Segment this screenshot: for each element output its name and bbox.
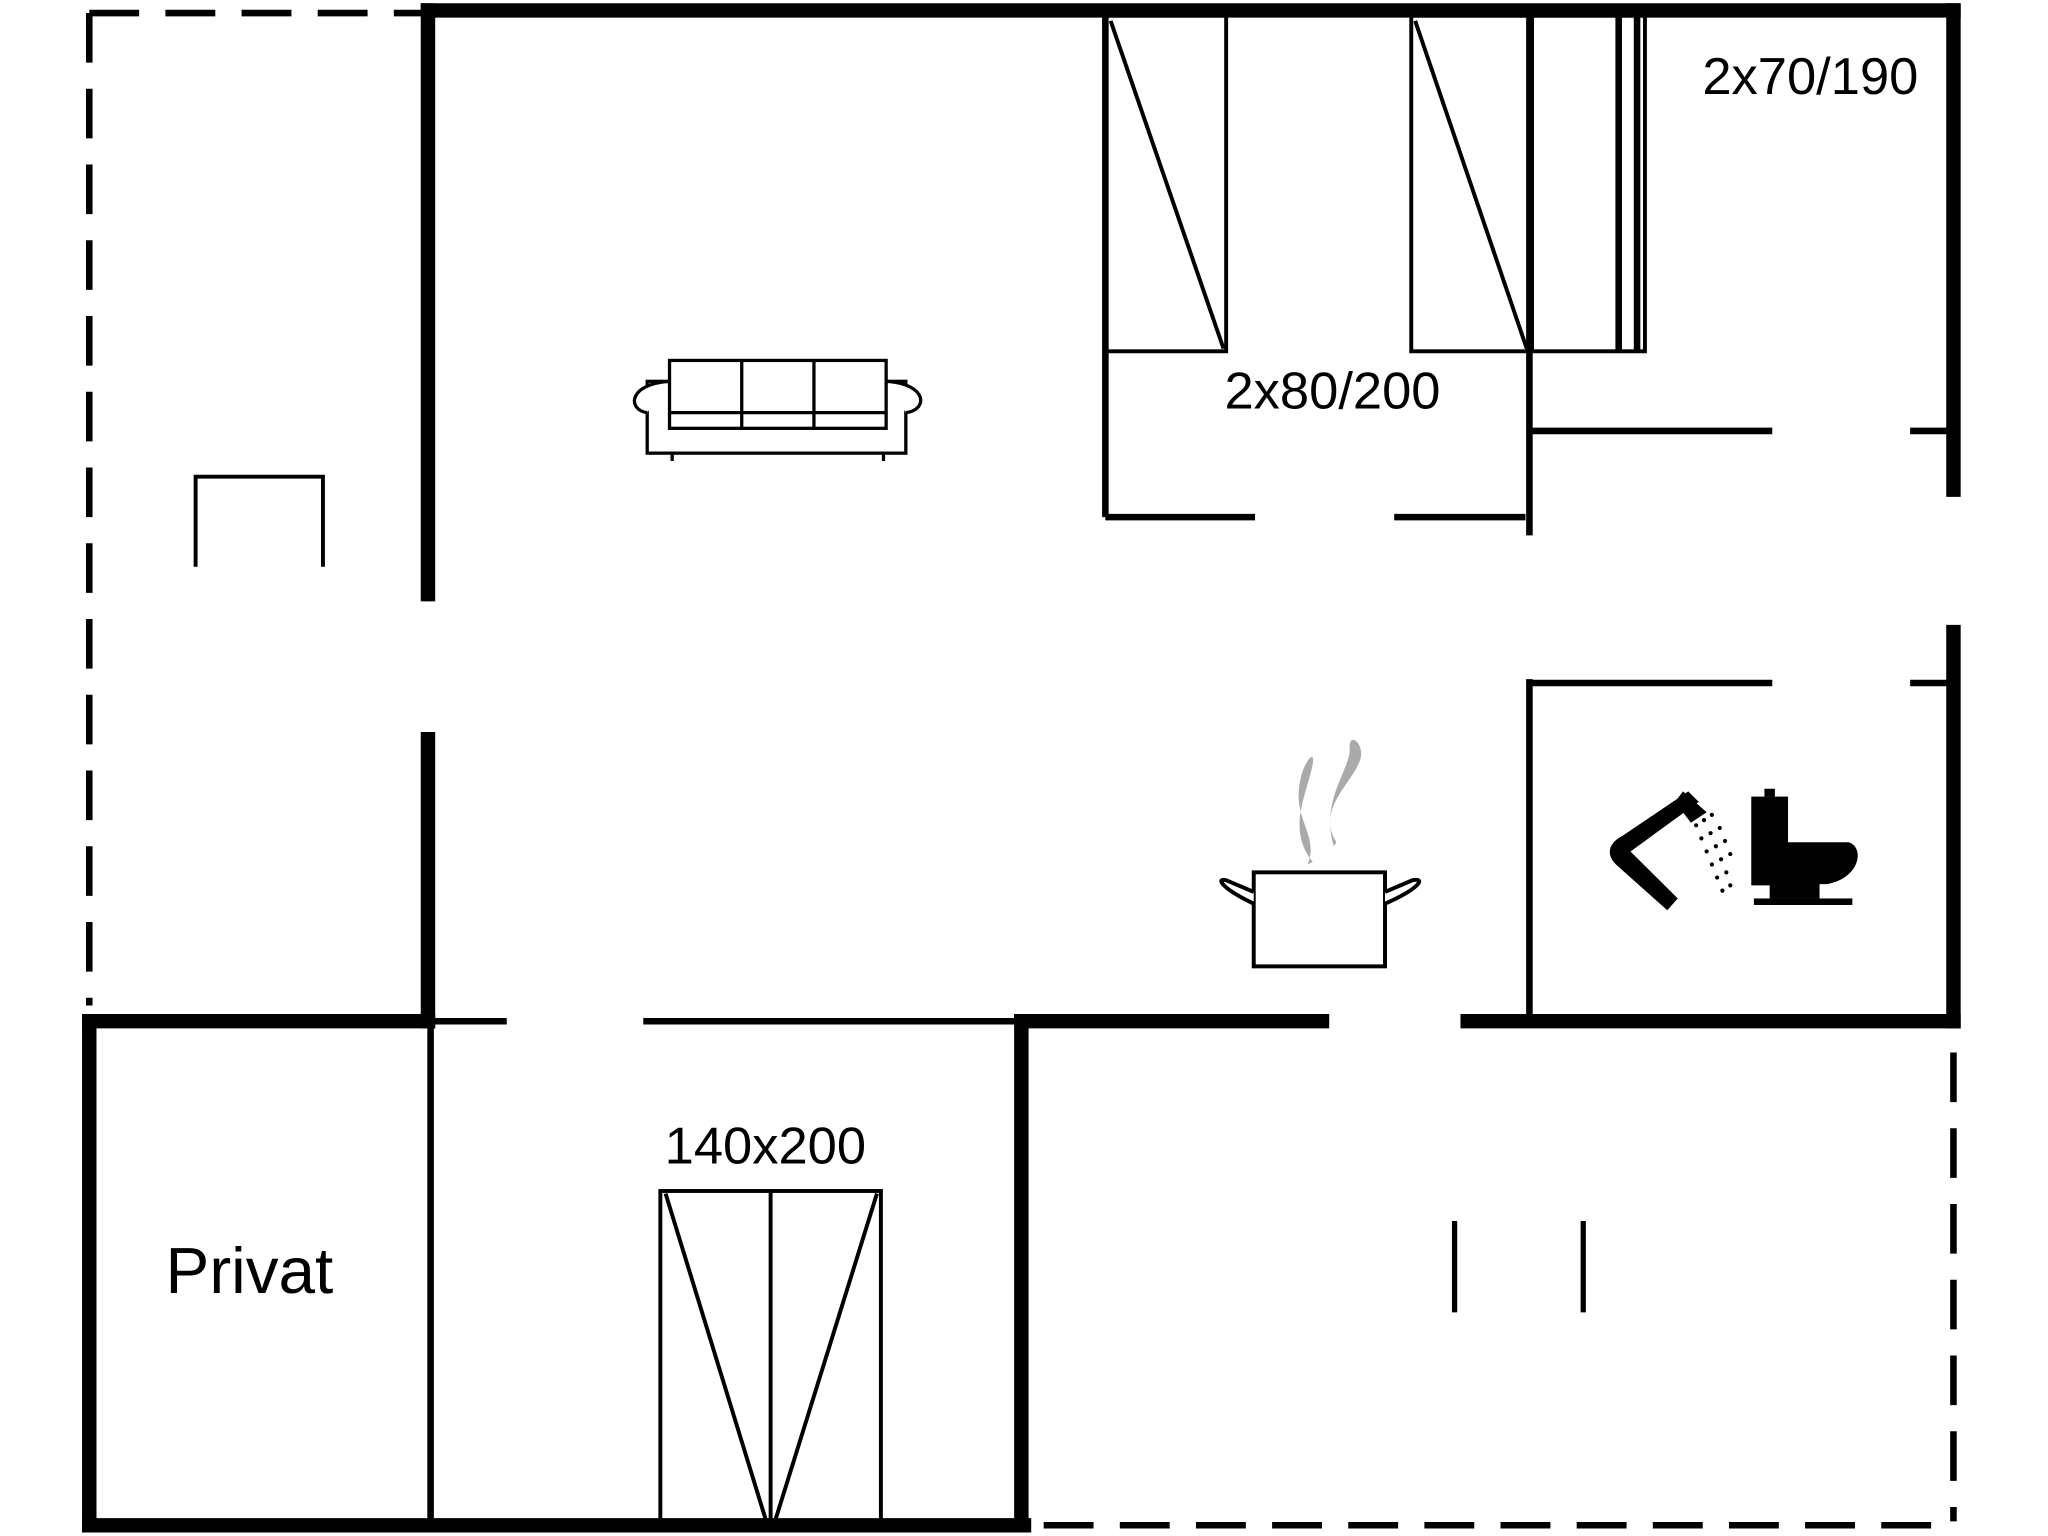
private-room-label: Privat <box>166 1234 334 1307</box>
bunk-bed-icon <box>1530 13 1647 354</box>
sofa-icon <box>632 358 923 461</box>
cooking-pot-icon <box>1219 739 1421 969</box>
double-bed-icon <box>658 1189 883 1528</box>
shower-icon <box>1609 791 1733 911</box>
bed-icon <box>1103 13 1532 354</box>
exterior-walls <box>82 3 1961 1533</box>
bunk-bed-label: 2x70/190 <box>1702 48 1918 106</box>
double-bed-label: 140x200 <box>665 1118 866 1176</box>
twin-beds-label: 2x80/200 <box>1224 363 1440 421</box>
terrace-outline <box>85 9 1957 1529</box>
table-icon <box>193 474 325 567</box>
toilet-icon <box>1751 788 1858 905</box>
terrace-furniture <box>1451 1221 1586 1313</box>
